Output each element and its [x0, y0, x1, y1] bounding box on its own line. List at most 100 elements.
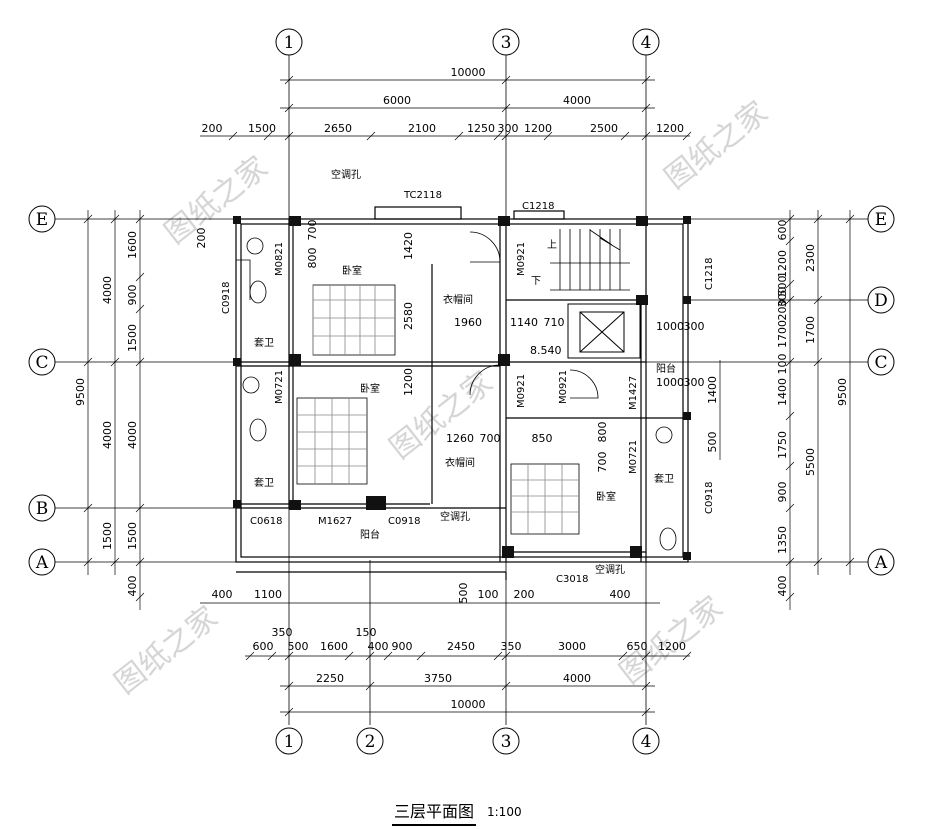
ac-hole-label: 空调孔 — [595, 563, 625, 576]
inner-dim: 700 — [306, 220, 319, 241]
dim-bottom-minor: 1200 — [658, 640, 686, 653]
inner-dim: 1000 — [656, 320, 684, 333]
drawing-scale: 1:100 — [487, 805, 522, 819]
window-code: C0918 — [221, 282, 232, 314]
dimension-texts: 10000 6000 4000 200 1500 2650 2100 1250 … — [74, 66, 849, 711]
inner-dim: 700 — [596, 452, 609, 473]
axis-label-left: C — [35, 353, 48, 373]
inner-dim: 1260 — [446, 432, 474, 445]
watermark: 图纸之家 — [108, 600, 224, 701]
axis-label-bottom: 1 — [284, 732, 295, 752]
inner-dim: 1000 — [656, 376, 684, 389]
dim-top-minor: 2500 — [590, 122, 618, 135]
door-code: M0721 — [628, 440, 639, 474]
door-code: M0921 — [516, 374, 527, 408]
dim-bottom-total: 10000 — [451, 698, 486, 711]
room-label-bath: 套卫 — [654, 472, 674, 485]
dim-right-major: 5500 — [804, 448, 817, 476]
inner-dim: 1420 — [402, 232, 415, 260]
room-label-balcony: 阳台 — [360, 528, 380, 541]
dim-bottom-minor: 3000 — [558, 640, 586, 653]
watermark: 图纸之家 — [383, 365, 499, 466]
dim-right-minor: 100 — [776, 354, 789, 375]
axis-label-right: C — [874, 353, 887, 373]
window-code: C3018 — [556, 574, 588, 585]
inner-dim: 2580 — [402, 302, 415, 330]
inner-dim: 710 — [544, 316, 565, 329]
dim-bottom-minor: 2450 — [447, 640, 475, 653]
opening-codes: TC2118 C1218 C0918 C0618 M1627 C0918 C30… — [221, 190, 715, 585]
axis-label-top: 1 — [284, 33, 295, 53]
dim-right-minor: 900 — [776, 482, 789, 503]
inner-dim: 300 — [684, 376, 705, 389]
axis-label-bottom: 2 — [365, 732, 376, 752]
room-label-closet: 衣帽间 — [443, 293, 473, 306]
room-label-closet: 衣帽间 — [445, 456, 475, 469]
door-code: M1627 — [318, 516, 352, 527]
room-label-bath: 套卫 — [254, 476, 274, 489]
dim-bottom-row1: 400 — [212, 588, 233, 601]
elevation-mark: 8.540 — [530, 344, 562, 357]
columns — [233, 216, 691, 560]
dim-left-minor: 200 — [195, 228, 208, 249]
watermark: 图纸之家 — [658, 95, 774, 196]
door-code: M0921 — [558, 370, 569, 404]
doors — [236, 231, 599, 399]
dim-right-major: 400 — [776, 576, 789, 597]
dim-bottom-minor: 650 — [627, 640, 648, 653]
dim-top-minor: 1500 — [248, 122, 276, 135]
room-labels: 卧室 卧室 卧室 衣帽间 衣帽间 套卫 套卫 套卫 阳台 阳台 空调孔 空调孔 … — [254, 168, 676, 576]
dim-right-inner: 500 — [706, 432, 719, 453]
inner-dim: 700 — [480, 432, 501, 445]
dim-right-total: 9500 — [836, 378, 849, 406]
dim-top-minor: 1250 — [467, 122, 495, 135]
dim-bottom-row1: 200 — [514, 588, 535, 601]
dim-left-minor: 1600 — [126, 231, 139, 259]
dim-bottom-minor: 400 — [368, 640, 389, 653]
dim-left-major: 4000 — [101, 276, 114, 304]
dim-right-minor: 600 — [776, 220, 789, 241]
window-code: C1218 — [522, 201, 554, 212]
axis-label-left: B — [36, 499, 49, 519]
door-code: M1427 — [628, 376, 639, 410]
dim-bottom-major: 4000 — [563, 672, 591, 685]
window-code: C1218 — [704, 258, 715, 290]
floor-plan-drawing: 图纸之家 图纸之家 图纸之家 图纸之家 图纸之家 1 3 4 1 2 3 4 E… — [28, 28, 895, 755]
dimension-lines — [83, 75, 855, 717]
dim-top-total: 10000 — [451, 66, 486, 79]
axis-label-left: E — [36, 210, 48, 230]
ac-hole-label: 空调孔 — [331, 168, 361, 181]
inner-dim: 1960 — [454, 316, 482, 329]
dim-left-major: 1500 — [101, 522, 114, 550]
axis-label-right: D — [874, 291, 888, 311]
furniture-beds — [296, 284, 580, 535]
door-code: M0821 — [274, 242, 285, 276]
dim-top-major: 6000 — [383, 94, 411, 107]
bath-fixtures — [242, 237, 677, 551]
inner-dims: 700 800 1420 2580 1200 1960 1140 710 126… — [306, 220, 705, 473]
dim-top-major: 4000 — [563, 94, 591, 107]
dim-right-minor: 1200 — [776, 250, 789, 278]
dim-right-inner: 1400 — [706, 376, 719, 404]
dim-top-minor: 200 — [202, 122, 223, 135]
door-code: M0921 — [516, 242, 527, 276]
dim-bottom-minor-top: 350 — [272, 626, 293, 639]
dim-right-minor: 1700 — [776, 320, 789, 348]
stair-up-label: 上 — [547, 239, 557, 251]
dim-top-minor: 1200 — [524, 122, 552, 135]
ac-hole-label: 空调孔 — [440, 510, 470, 523]
dim-top-minor: 2650 — [324, 122, 352, 135]
dim-bottom-row1: 100 — [478, 588, 499, 601]
dim-right-major: 1700 — [804, 316, 817, 344]
dim-left-minor: 400 — [126, 576, 139, 597]
watermark: 图纸之家 — [158, 150, 274, 251]
axis-label-bottom: 4 — [641, 732, 652, 752]
axis-label-right: E — [875, 210, 887, 230]
elevator-shaft — [567, 303, 641, 359]
dim-right-minor: 200 — [776, 300, 789, 321]
inner-dim: 850 — [532, 432, 553, 445]
dim-bottom-minor: 1600 — [320, 640, 348, 653]
dim-top-minor: 2100 — [408, 122, 436, 135]
dim-bottom-row1: 400 — [610, 588, 631, 601]
dim-left-minor: 1500 — [126, 324, 139, 352]
